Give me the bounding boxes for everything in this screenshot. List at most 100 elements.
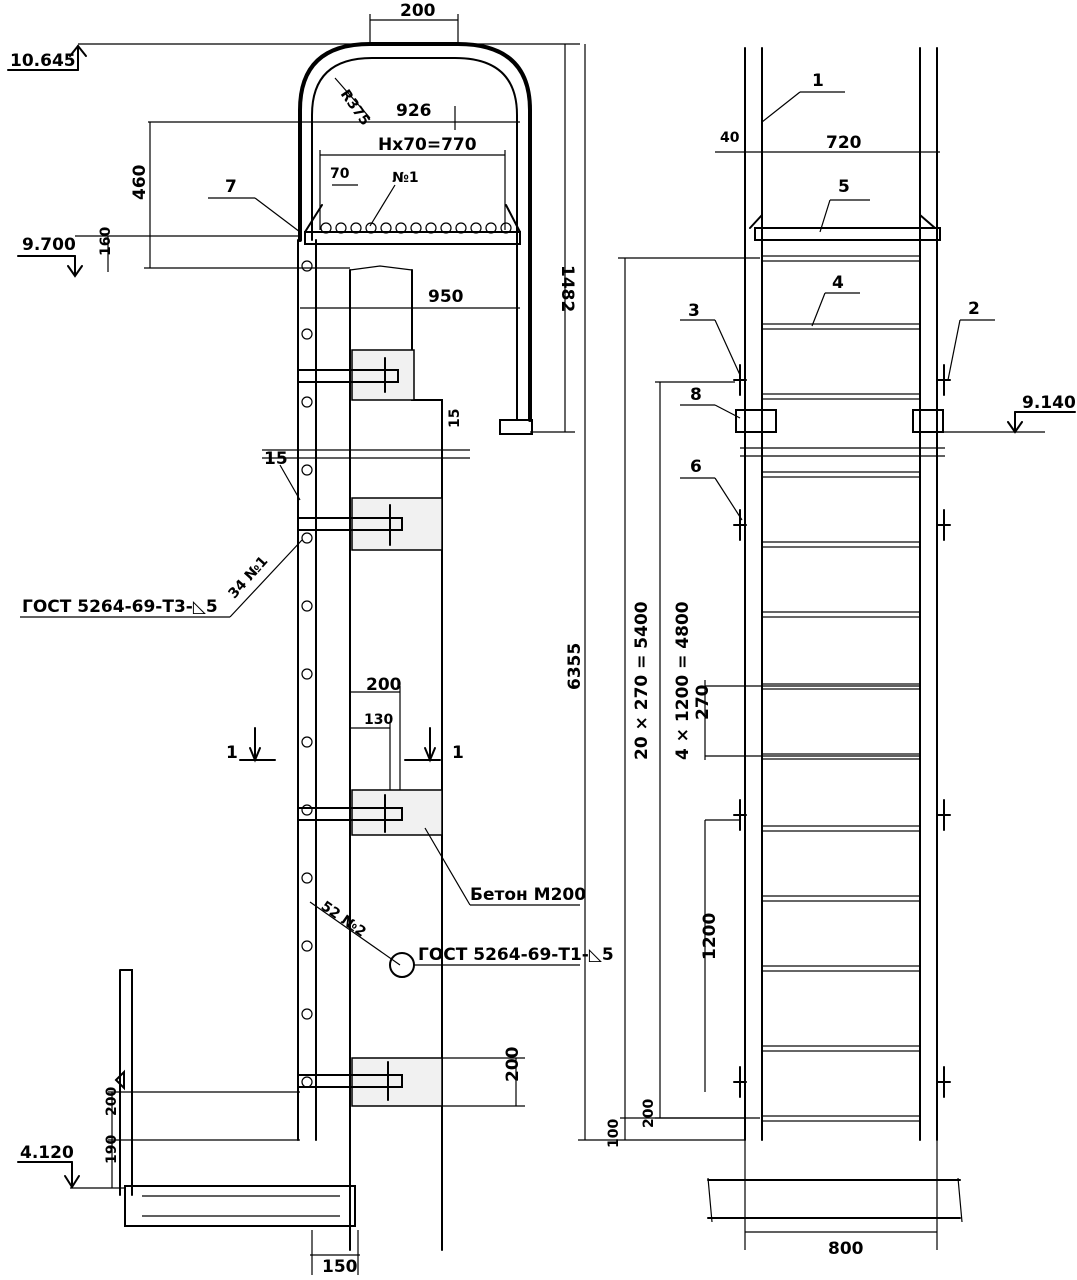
rung-end	[301, 532, 313, 544]
concrete-callout: Бетон М200	[424, 827, 586, 906]
position-7-label: 7	[225, 177, 237, 197]
rung	[761, 541, 921, 548]
left-view: 10.645 200 R375 926 Hx70=770	[7, 1, 614, 1277]
grating-rod	[500, 222, 512, 234]
dim-15-b: 15	[264, 449, 301, 501]
anchor-clip	[733, 509, 747, 541]
dim-150: 150	[310, 1230, 360, 1277]
dim-1482: 1482	[530, 44, 577, 433]
dim-950: 950	[300, 287, 520, 309]
gost-callout-1: ГОСТ 5264-69-Т3-◺5	[22, 597, 218, 617]
dim-720: 40 720	[715, 130, 940, 153]
callout-1: 1	[761, 71, 845, 123]
dim-926-label: 926	[396, 101, 432, 121]
rung-end	[301, 940, 313, 952]
weld-callout-2: 52 №2 ГОСТ 5264-69-Т1-◺5	[309, 898, 614, 978]
dim-200-mid: 200 130	[349, 675, 402, 790]
rung-end	[301, 872, 313, 884]
rung-end	[301, 464, 313, 476]
dim-950-label: 950	[428, 287, 464, 307]
rung	[761, 323, 921, 330]
dim-200-bot-label: 200	[503, 1046, 523, 1082]
rung	[761, 825, 921, 832]
rung-end	[301, 1008, 313, 1020]
grating-rod	[320, 222, 332, 234]
rung	[761, 965, 921, 972]
dim-720-label: 720	[826, 133, 862, 153]
bracket-1	[297, 349, 415, 401]
position-7: 7	[208, 177, 301, 233]
plates-pos8	[735, 409, 944, 433]
dim-190-label: 190	[104, 1135, 120, 1164]
rung	[761, 471, 921, 478]
rung	[761, 611, 921, 618]
ladder-stringers-front	[740, 47, 945, 1141]
bottom-break-section: 800	[707, 1140, 963, 1259]
dim-200-bot: 200	[442, 1046, 525, 1107]
level-mark-9140: 9.140	[940, 393, 1076, 434]
position-1-label: 1	[812, 71, 824, 91]
dim-160-label: 160	[98, 227, 114, 256]
weld-52-no2: 52 №2	[318, 898, 369, 940]
dim-15-a: 15	[447, 409, 463, 428]
callout-5: 5	[819, 177, 870, 233]
position-2-label: 2	[968, 299, 980, 319]
dims-right-bottom: 200 100	[606, 1099, 760, 1148]
section-mark-right: 1	[452, 743, 464, 763]
bracket-3	[297, 789, 443, 836]
level-9140: 9.140	[1022, 393, 1076, 413]
section-marks: 1 1	[226, 727, 464, 763]
right-view: 6355 20 × 270 = 5400 4 × 1200 = 4800 270…	[565, 44, 1076, 1259]
grating-rod	[410, 222, 422, 234]
concrete-grade-label: Бетон М200	[470, 885, 586, 905]
rung-end	[301, 396, 313, 408]
section-mark-left: 1	[226, 743, 238, 763]
grating-rod	[365, 222, 377, 234]
anchor-clip	[733, 799, 747, 831]
dim-460-label: 460	[130, 164, 150, 200]
dim-130-label: 130	[364, 712, 393, 728]
gost-callout-2: ГОСТ 5264-69-Т1-◺5	[418, 945, 614, 965]
rung	[761, 393, 921, 400]
grating-rod	[440, 222, 452, 234]
rung-end	[301, 260, 313, 272]
rung-end	[301, 1076, 313, 1088]
position-6-label: 6	[690, 457, 702, 477]
callout-4: 4	[811, 273, 860, 327]
anchor-clip	[733, 364, 747, 396]
position-4-label: 4	[832, 273, 844, 293]
level-mark-4120: 4.120	[17, 1143, 80, 1189]
callout-8: 8	[680, 385, 741, 419]
dim-15-a-label: 15	[447, 409, 463, 428]
platform-grating	[304, 204, 521, 245]
dim-1200-label: 1200	[700, 913, 720, 960]
rung-end	[301, 804, 313, 816]
grating-rod	[395, 222, 407, 234]
grating-rod	[485, 222, 497, 234]
dim-270: 270	[693, 680, 920, 760]
position-5-label: 5	[838, 177, 850, 197]
lower-landing	[114, 969, 356, 1227]
grating-rod	[470, 222, 482, 234]
rung	[761, 895, 921, 902]
level-4120: 4.120	[20, 1143, 74, 1163]
level-9700: 9.700	[22, 235, 76, 255]
bracket-2	[297, 497, 443, 551]
anchor-clip	[937, 509, 951, 541]
dim-4800: 4 × 1200 = 4800	[655, 381, 745, 1119]
dims-left-bottom: 200 190	[70, 1087, 300, 1189]
dim-200-top-label: 200	[400, 1, 436, 21]
dim-nx70-label: Hx70=770	[378, 135, 477, 155]
dim-70-label: 70	[330, 166, 350, 182]
callout-2: 2	[947, 299, 995, 381]
dim-270-label: 270	[693, 684, 713, 720]
callout-6: 6	[680, 457, 743, 521]
level-10645: 10.645	[10, 51, 76, 71]
dim-nx70: Hx70=770 70 №1	[319, 135, 506, 230]
bracket-4	[297, 1057, 443, 1107]
dim-6355: 6355	[565, 44, 745, 1141]
ladder-stringer-side	[297, 239, 317, 1141]
ladder-rungs	[761, 255, 921, 1122]
grating-rod	[455, 222, 467, 234]
